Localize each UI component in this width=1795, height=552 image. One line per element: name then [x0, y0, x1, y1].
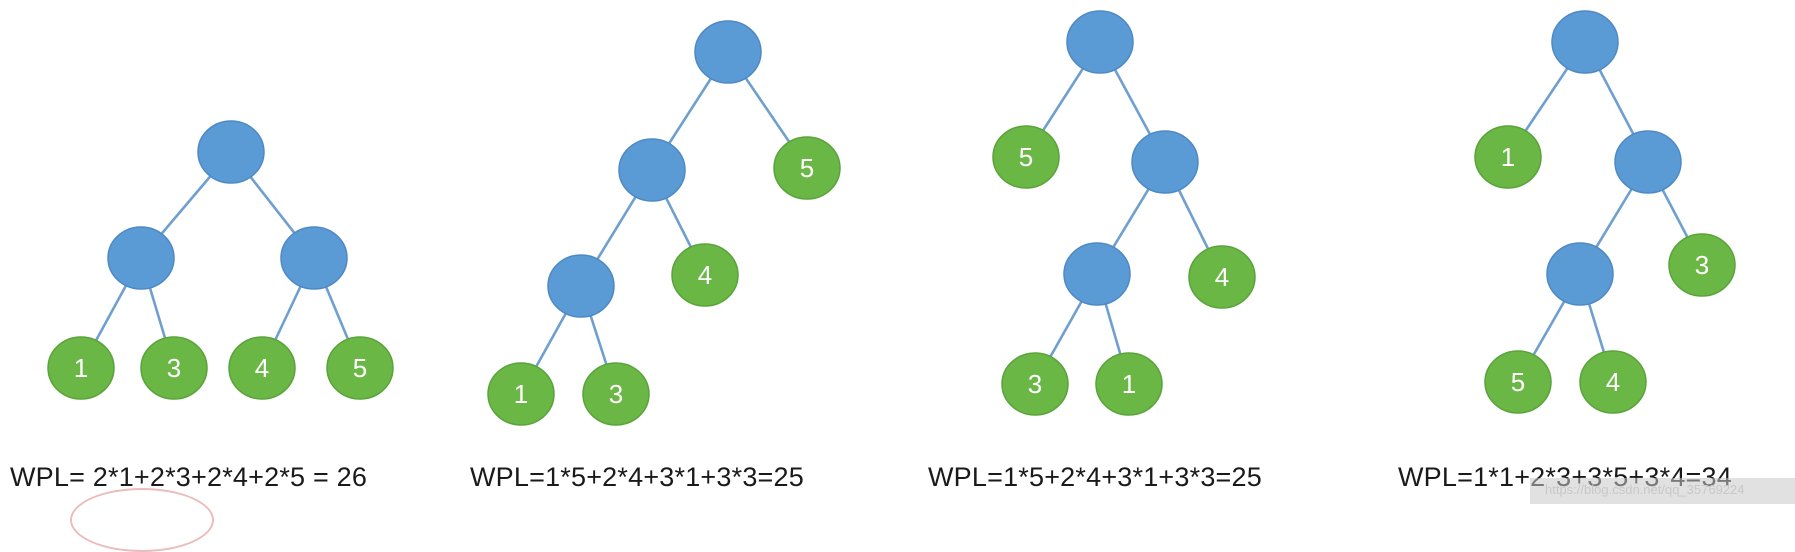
leaf-weight-label: 5	[1019, 142, 1033, 172]
tree-3-wpl-formula: WPL=1*5+2*4+3*1+3*3=25	[928, 462, 1262, 492]
internal-node	[1131, 130, 1199, 194]
leaf-node	[1095, 352, 1163, 416]
leaf-weight-label: 4	[255, 353, 269, 383]
leaf-weight-label: 3	[1695, 250, 1709, 280]
tree-3: 5 4 3 1	[992, 10, 1256, 416]
leaf-node	[228, 336, 296, 400]
leaf-node	[671, 243, 739, 307]
leaf-weight-label: 3	[1028, 369, 1042, 399]
leaf-weight-label: 1	[514, 379, 528, 409]
internal-node	[618, 138, 686, 202]
leaf-node	[140, 336, 208, 400]
tree-2-wpl-formula: WPL=1*5+2*4+3*1+3*3=25	[470, 462, 804, 492]
leaf-node	[1668, 233, 1736, 297]
internal-node	[1063, 242, 1131, 306]
internal-node	[1546, 242, 1614, 306]
leaf-weight-label: 1	[1501, 142, 1515, 172]
leaf-node	[487, 362, 555, 426]
internal-node	[694, 20, 762, 84]
watermark-backdrop	[1530, 478, 1795, 504]
leaf-weight-label: 4	[1606, 367, 1620, 397]
leaf-node	[1001, 352, 1069, 416]
leaf-node	[1188, 245, 1256, 309]
internal-node	[1551, 10, 1619, 74]
internal-node	[547, 254, 615, 318]
leaf-node	[773, 136, 841, 200]
internal-node	[280, 226, 348, 290]
tree-1-wpl-formula: WPL= 2*1+2*3+2*4+2*5 = 26	[10, 462, 368, 492]
leaf-weight-label: 1	[74, 353, 88, 383]
red-stamp-mark	[70, 488, 214, 552]
huffman-trees-diagram: 1 3 4 5 5 4 1 3 5 4 3 1 1 3 5 4	[47, 10, 1736, 426]
leaf-weight-label: 5	[800, 153, 814, 183]
leaf-weight-label: 3	[609, 379, 623, 409]
leaf-node	[1484, 350, 1552, 414]
leaf-weight-label: 4	[698, 260, 712, 290]
leaf-node	[47, 336, 115, 400]
leaf-weight-label: 3	[167, 353, 181, 383]
internal-node	[197, 120, 265, 184]
leaf-weight-label: 5	[1511, 367, 1525, 397]
tree-4: 1 3 5 4	[1474, 10, 1736, 414]
internal-node	[107, 226, 175, 290]
diagram-stage: 1 3 4 5 5 4 1 3 5 4 3 1 1 3 5 4 WPL= 2*1+2*3+2*4+2*5 = …	[10, 10, 1795, 552]
leaf-node	[1579, 350, 1647, 414]
leaf-weight-label: 4	[1215, 262, 1229, 292]
leaf-node	[992, 125, 1060, 189]
watermark-text: https://blog.csdn.net/qq_35769224	[1545, 482, 1745, 497]
leaf-weight-label: 5	[353, 353, 367, 383]
leaf-node	[1474, 125, 1542, 189]
leaf-weight-label: 1	[1122, 369, 1136, 399]
leaf-node	[582, 362, 650, 426]
internal-node	[1066, 10, 1134, 74]
internal-node	[1614, 130, 1682, 194]
leaf-node	[326, 336, 394, 400]
tree-1: 1 3 4 5	[47, 120, 394, 400]
tree-2: 5 4 1 3	[487, 20, 841, 426]
